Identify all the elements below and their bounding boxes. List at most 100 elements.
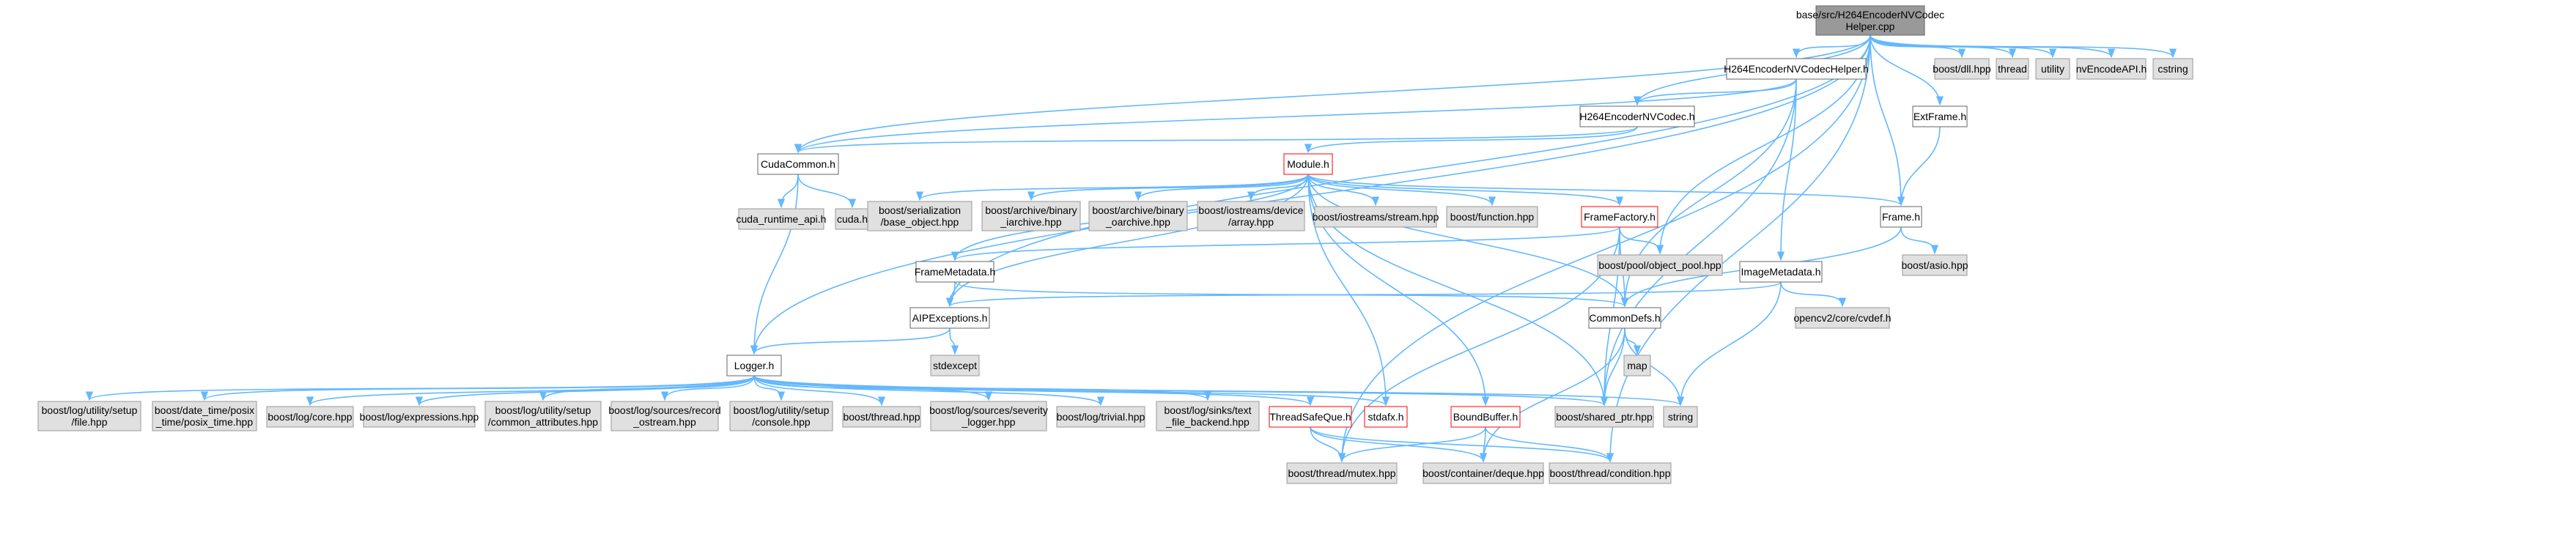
node-label-stdafx: stdafx.h [1368,411,1403,423]
node-label-dll: boost/dll.hpp [1933,63,1991,75]
node-box-log_common [484,401,602,431]
edge-frame-to-asio [1900,226,1939,255]
edge-nvcodec_h-to-cudacommon [794,126,1638,154]
node-label-shared_ptr: boost/shared_ptr.hpp [1556,411,1653,423]
edge-helper_h-to-nvcodec_h [1633,78,1797,106]
node-module[interactable]: Module.h [1283,153,1333,175]
node-nvcodec_h[interactable]: H264EncoderNVCodec.h [1579,105,1695,127]
node-map: map [1623,355,1651,377]
node-label-log_file: /file.hpp [71,416,107,428]
edge-tsq-to-condition [1310,426,1614,463]
node-log_file: boost/log/utility/setup/file.hpp [37,401,141,431]
node-box-extframe [1912,105,1968,127]
edge-root-to-logger [750,34,1871,355]
edge-module-to-framefactory [1307,174,1623,207]
node-logger[interactable]: Logger.h [726,355,782,377]
node-extframe[interactable]: ExtFrame.h [1912,105,1968,127]
node-box-mutex [1286,462,1398,484]
node-deque: boost/container/deque.hpp [1422,462,1544,484]
node-box-module [1283,153,1333,175]
node-label-log_trivial: boost/log/trivial.hpp [1057,411,1145,423]
node-tsq[interactable]: ThreadSafeQue.h [1269,406,1352,428]
node-function_hpp: boost/function.hpp [1446,206,1538,228]
node-cstring: cstring [2152,58,2193,80]
node-aipexc[interactable]: AIPExceptions.h [909,307,990,329]
node-shared_ptr: boost/shared_ptr.hpp [1554,406,1654,428]
node-box-arch_bin_o [1088,201,1188,231]
node-mutex: boost/thread/mutex.hpp [1286,462,1398,484]
node-boundbuffer[interactable]: BoundBuffer.h [1450,406,1521,428]
edge-cudacommon-to-cuda_h [797,174,857,209]
node-box-thread [1996,58,2029,80]
node-label-utility: utility [2041,63,2064,75]
edge-root-to-frame [1870,34,1905,207]
edge-cudacommon-to-cuda_runtime [777,174,799,209]
edge-framefactory-to-pool [1619,226,1664,255]
edge-module-to-function_hpp [1307,174,1496,207]
node-box-framefactory [1581,206,1658,228]
node-box-tsq [1269,406,1352,428]
node-framefactory[interactable]: FrameFactory.h [1581,206,1658,228]
node-stdexcept: stdexcept [930,355,980,377]
node-log_common: boost/log/utility/setup/common_attribute… [484,401,602,431]
node-helper_h[interactable]: H264EncoderNVCodecHelper.h [1724,58,1869,80]
edge-helper_h-to-cudacommon [794,78,1797,154]
node-framemeta[interactable]: FrameMetadata.h [915,261,996,283]
node-stdafx[interactable]: stdafx.h [1364,406,1408,428]
node-label-string: string [1668,411,1693,423]
node-label-aipexc: AIPExceptions.h [912,312,988,324]
edge-root-to-helper_h [1792,34,1871,59]
edge-cudacommon-to-logger [750,174,799,355]
node-label-ser_base: /base_object.hpp [881,216,959,228]
node-box-helper_h [1726,58,1867,80]
node-box-deque [1422,462,1544,484]
node-box-commondefs [1588,307,1661,329]
edge-boundbuffer-to-mutex [1337,426,1486,463]
edge-logger-to-log_common [539,375,755,401]
node-label-module: Module.h [1287,158,1329,170]
node-frame[interactable]: Frame.h [1880,206,1922,228]
node-asio: boost/asio.hpp [1901,254,1968,276]
node-label-cudacommon: CudaCommon.h [761,158,835,170]
node-box-shared_ptr [1554,406,1654,428]
node-label-thread: thread [1998,63,2027,75]
node-box-frame [1880,206,1922,228]
node-imagemeta[interactable]: ImageMetadata.h [1739,261,1823,283]
edge-root-to-condition [1606,34,1871,463]
node-label-helper_h: H264EncoderNVCodecHelper.h [1724,63,1869,75]
node-box-utility [2035,58,2070,80]
edge-imagemeta-to-aipexc [946,281,1782,308]
node-box-log_file [37,401,141,431]
node-nvencode: nvEncodeAPI.h [2076,58,2147,80]
edge-boundbuffer-to-deque [1479,426,1488,463]
node-label-arch_bin_i: _iarchive.hpp [1000,216,1061,228]
edge-logger-to-stdafx [753,375,1390,407]
node-box-stdafx [1364,406,1408,428]
node-log_core: boost/log/core.hpp [266,406,354,428]
node-commondefs[interactable]: CommonDefs.h [1588,307,1661,329]
edge-module-to-ser_base [916,174,1309,201]
node-box-ios_dev_arr [1197,201,1305,231]
edge-module-to-arch_bin_o [1134,174,1309,201]
node-label-boundbuffer: BoundBuffer.h [1453,411,1518,423]
node-label-log_record: boost/log/sources/record [608,404,720,416]
node-label-ios_stream: boost/iostreams/stream.hpp [1313,211,1439,223]
edge-logger-to-log_console [753,375,786,401]
node-log_record: boost/log/sources/record_ostream.hpp [608,401,721,431]
node-box-aipexc [909,307,990,329]
node-label-root: Helper.cpp [1846,21,1895,32]
node-label-nvencode: nvEncodeAPI.h [2076,63,2147,75]
node-label-imagemeta: ImageMetadata.h [1741,266,1821,278]
node-box-dll [1934,58,1990,80]
node-label-posix_time: boost/date_time/posix [155,404,254,416]
edge-module-to-aipexc [945,174,1309,308]
node-box-log_core [266,406,354,428]
edge-module-to-stdafx [1307,174,1390,407]
node-label-log_sinks: _file_backend.hpp [1165,416,1250,428]
node-root[interactable]: base/src/H264EncoderNVCodecHelper.cpp [1796,5,1944,36]
node-label-posix_time: _time/posix_time.hpp [155,416,254,428]
node-posix_time: boost/date_time/posix_time/posix_time.hp… [152,401,257,431]
node-label-extframe: ExtFrame.h [1913,111,1966,122]
node-box-log_trivial [1056,406,1145,428]
node-cudacommon[interactable]: CudaCommon.h [757,153,839,175]
